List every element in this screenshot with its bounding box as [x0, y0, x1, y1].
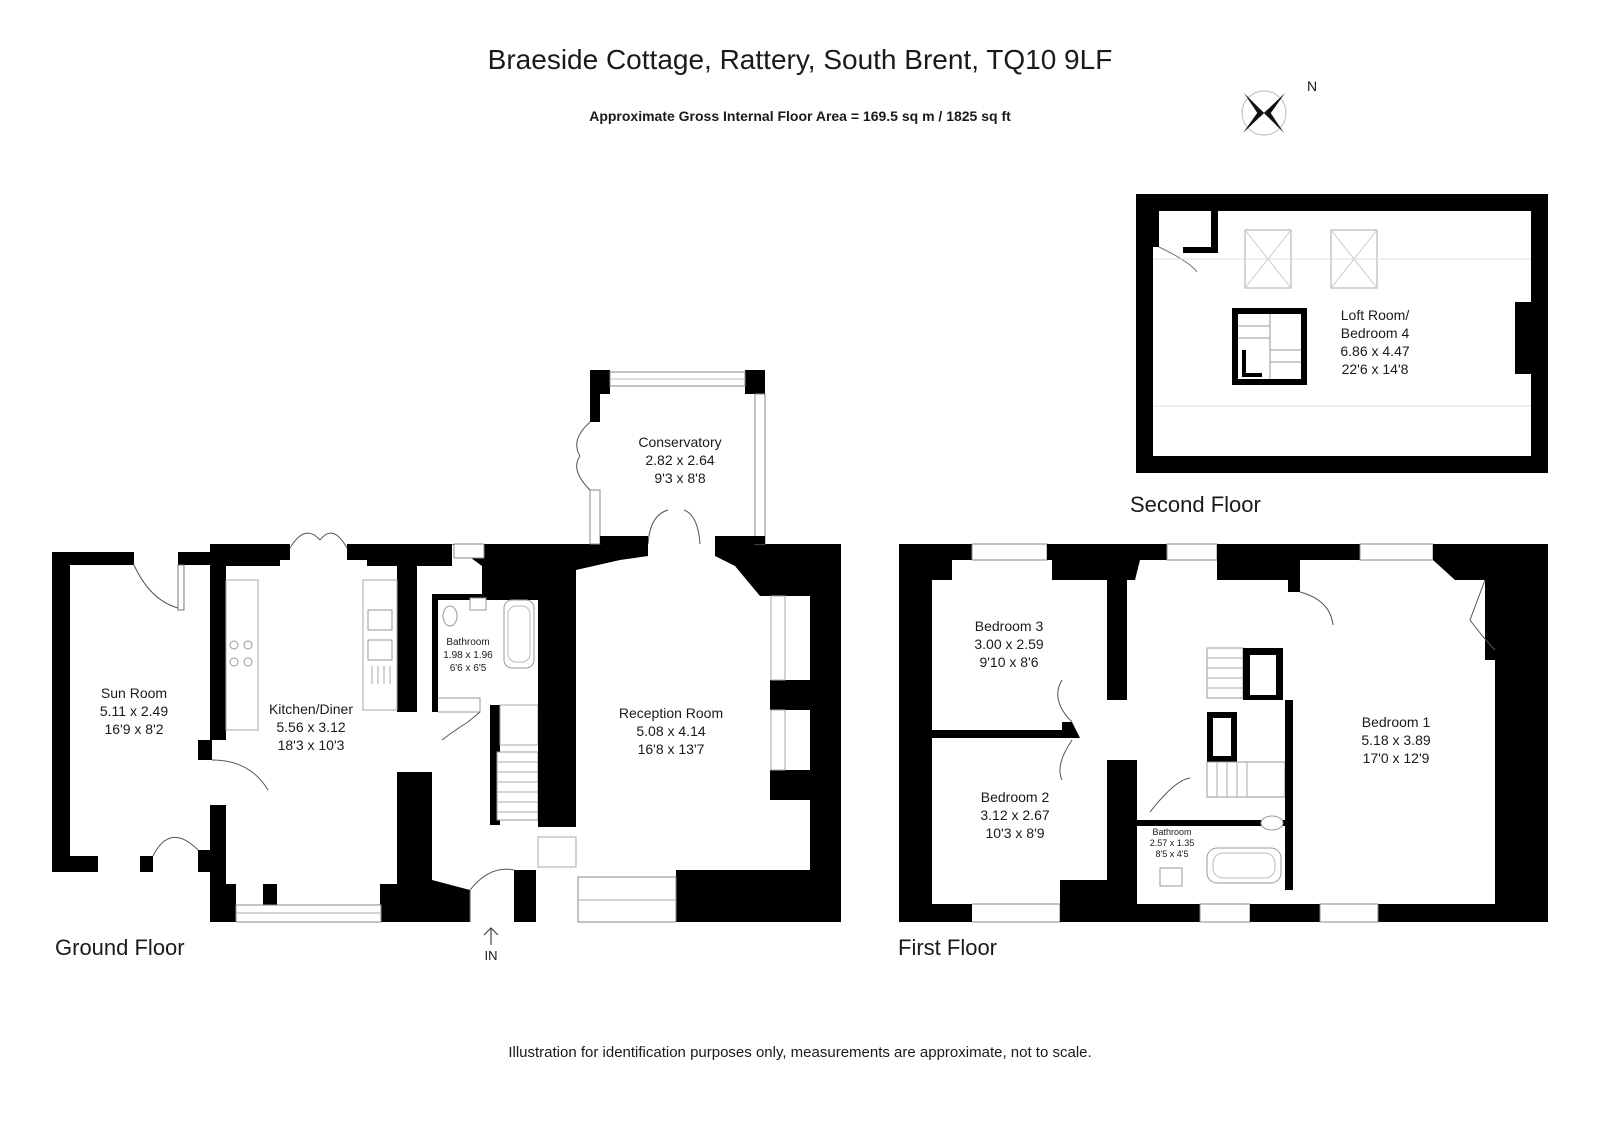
ground-floor-plan — [52, 370, 841, 923]
room-imperial: 22'6 x 14'8 — [1342, 361, 1409, 377]
entrance-label: IN — [485, 948, 498, 963]
floor-label-ground: Ground Floor — [55, 935, 185, 960]
room-label-sun-room: Sun Room 5.11 x 2.49 16'9 x 8'2 — [100, 685, 168, 737]
room-metric: 6.86 x 4.47 — [1340, 343, 1409, 359]
compass-icon — [1241, 90, 1287, 136]
room-name: Bedroom 1 — [1362, 714, 1431, 730]
room-name: Sun Room — [101, 685, 167, 701]
room-imperial: 17'0 x 12'9 — [1363, 750, 1430, 766]
room-imperial: 10'3 x 8'9 — [985, 825, 1044, 841]
room-metric: 5.11 x 2.49 — [100, 703, 168, 719]
room-metric: 1.98 x 1.96 — [443, 650, 493, 661]
room-name: Conservatory — [638, 434, 721, 450]
floor-label-first: First Floor — [898, 935, 997, 960]
room-label-bathroom-first: Bathroom 2.57 x 1.35 8'5 x 4'5 — [1150, 827, 1195, 859]
room-label-reception: Reception Room 5.08 x 4.14 16'8 x 13'7 — [619, 705, 723, 757]
compass-north-label: N — [1307, 78, 1317, 94]
room-imperial: 16'9 x 8'2 — [104, 721, 163, 737]
plan-title: Braeside Cottage, Rattery, South Brent, … — [487, 44, 1113, 75]
room-imperial: 6'6 x 6'5 — [450, 663, 487, 674]
room-name-line1: Loft Room/ — [1341, 307, 1410, 323]
room-imperial: 18'3 x 10'3 — [278, 737, 345, 753]
room-metric: 2.57 x 1.35 — [1150, 838, 1195, 848]
room-label-bedroom-1: Bedroom 1 5.18 x 3.89 17'0 x 12'9 — [1361, 714, 1430, 766]
room-name: Bathroom — [1152, 827, 1191, 837]
room-metric: 3.00 x 2.59 — [974, 636, 1043, 652]
second-floor-plan — [1136, 194, 1548, 473]
entrance-arrow-icon — [483, 927, 499, 945]
room-name: Bedroom 3 — [975, 618, 1044, 634]
room-name: Bathroom — [446, 637, 489, 648]
room-imperial: 9'10 x 8'6 — [979, 654, 1038, 670]
room-metric: 3.12 x 2.67 — [980, 807, 1049, 823]
room-metric: 5.08 x 4.14 — [636, 723, 705, 739]
room-imperial: 8'5 x 4'5 — [1156, 849, 1189, 859]
room-imperial: 16'8 x 13'7 — [638, 741, 705, 757]
room-metric: 2.82 x 2.64 — [645, 452, 714, 468]
room-name-line2: Bedroom 4 — [1341, 325, 1410, 341]
room-label-bedroom-3: Bedroom 3 3.00 x 2.59 9'10 x 8'6 — [974, 618, 1043, 670]
disclaimer: Illustration for identification purposes… — [508, 1044, 1092, 1061]
room-imperial: 9'3 x 8'8 — [654, 470, 705, 486]
room-name: Reception Room — [619, 705, 723, 721]
room-name: Kitchen/Diner — [269, 701, 353, 717]
room-name: Bedroom 2 — [981, 789, 1050, 805]
room-metric: 5.56 x 3.12 — [276, 719, 345, 735]
room-label-kitchen: Kitchen/Diner 5.56 x 3.12 18'3 x 10'3 — [269, 701, 353, 753]
room-metric: 5.18 x 3.89 — [1361, 732, 1430, 748]
room-label-bathroom-ground: Bathroom 1.98 x 1.96 6'6 x 6'5 — [443, 637, 493, 674]
room-label-loft: Loft Room/ Bedroom 4 6.86 x 4.47 22'6 x … — [1340, 307, 1409, 377]
floor-label-second: Second Floor — [1130, 492, 1261, 517]
room-label-conservatory: Conservatory 2.82 x 2.64 9'3 x 8'8 — [638, 434, 721, 486]
room-label-bedroom-2: Bedroom 2 3.12 x 2.67 10'3 x 8'9 — [980, 789, 1049, 841]
first-floor-plan — [899, 543, 1548, 923]
floor-area-summary: Approximate Gross Internal Floor Area = … — [589, 108, 1011, 124]
